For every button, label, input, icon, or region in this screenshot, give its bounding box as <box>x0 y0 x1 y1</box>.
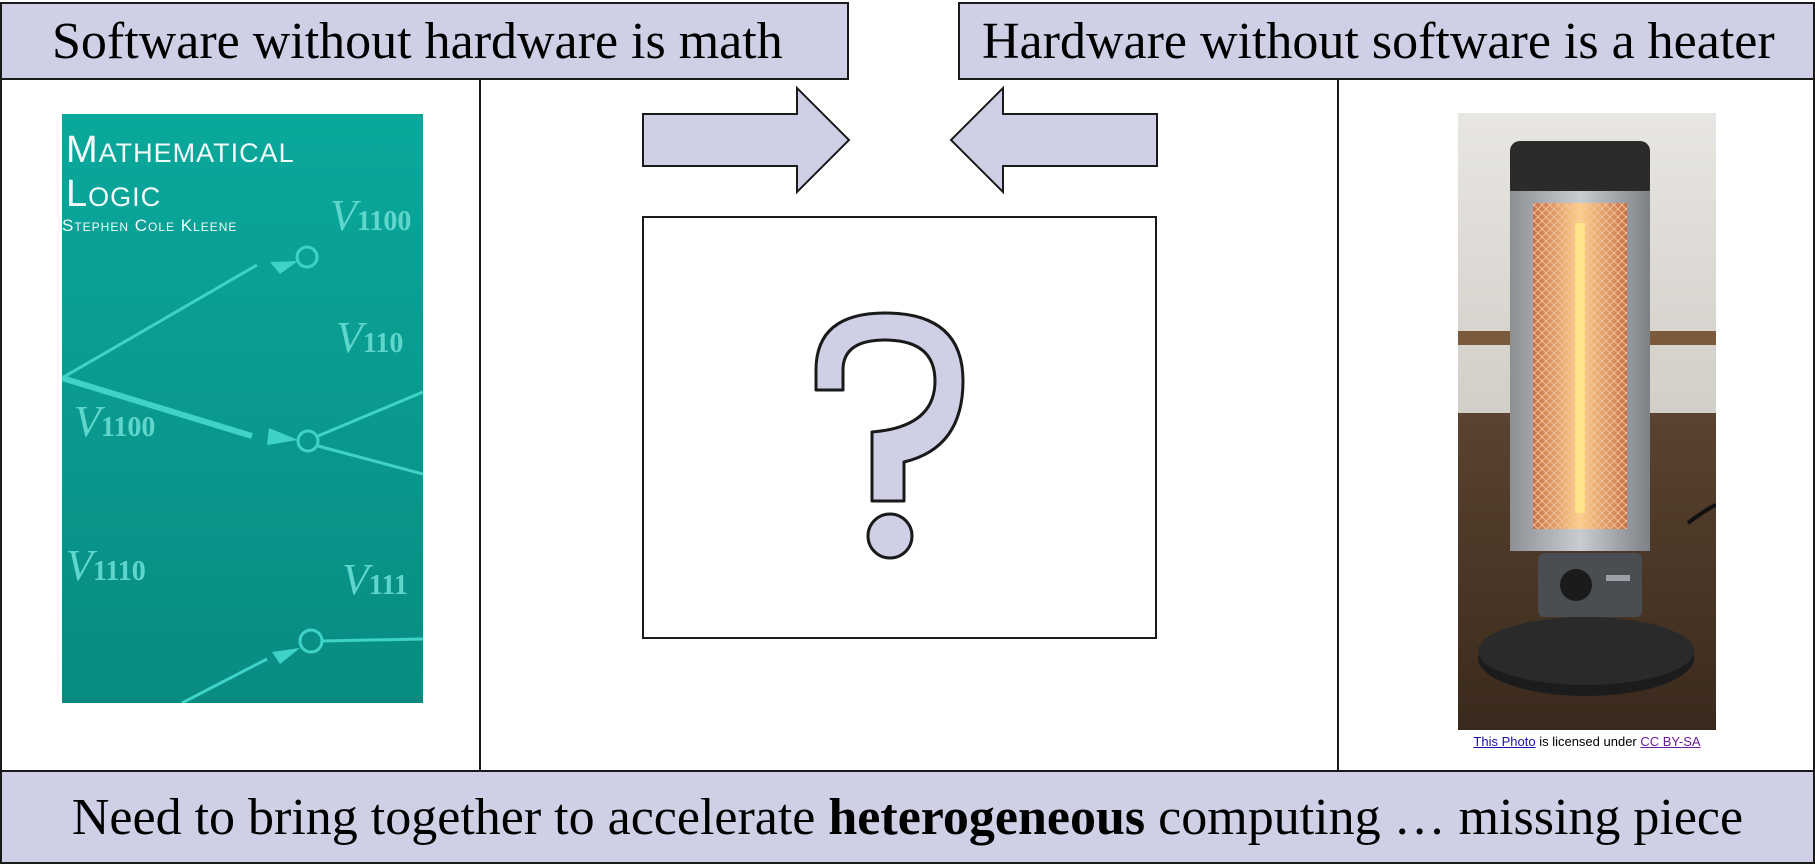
book-label: V1100 <box>330 191 412 240</box>
bottom-text-bold: heterogeneous <box>828 788 1146 846</box>
bottom-text-suffix: computing … missing piece <box>1145 788 1744 846</box>
banner-bottom: Need to bring together to accelerate het… <box>0 770 1815 864</box>
book-label: V1100 <box>74 397 156 446</box>
book-label: V110 <box>336 313 404 362</box>
heater-photo <box>1458 113 1716 730</box>
book-cover-graphic <box>62 114 423 703</box>
book-title-line1: Mathematical <box>66 129 295 171</box>
question-mark-icon <box>814 311 965 560</box>
book-title: Mathematical Logic <box>66 128 295 216</box>
caption-middle-text: is licensed under <box>1535 734 1641 749</box>
banner-software: Software without hardware is math <box>0 2 849 80</box>
license-link[interactable]: CC BY-SA <box>1640 734 1701 749</box>
photo-caption: This Photo is licensed under CC BY-SA <box>1400 734 1774 749</box>
arrow-right-icon <box>642 85 851 195</box>
heater-graphic <box>1458 113 1716 730</box>
book-cover-image: Mathematical Logic Stephen Cole Kleene V… <box>62 114 423 703</box>
banner-hardware-text: Hardware without software is a heater <box>982 12 1775 70</box>
book-label: V1110 <box>66 541 146 590</box>
book-author: Stephen Cole Kleene <box>62 216 238 235</box>
photo-link[interactable]: This Photo <box>1473 734 1536 749</box>
book-title-line2: Logic <box>66 173 162 215</box>
banner-hardware: Hardware without software is a heater <box>958 2 1815 80</box>
banner-software-text: Software without hardware is math <box>52 12 783 70</box>
missing-piece-box <box>642 216 1157 639</box>
bottom-text-prefix: Need to bring together to accelerate <box>71 788 829 846</box>
arrow-left-icon <box>949 85 1158 195</box>
book-label: V111 <box>342 555 408 604</box>
